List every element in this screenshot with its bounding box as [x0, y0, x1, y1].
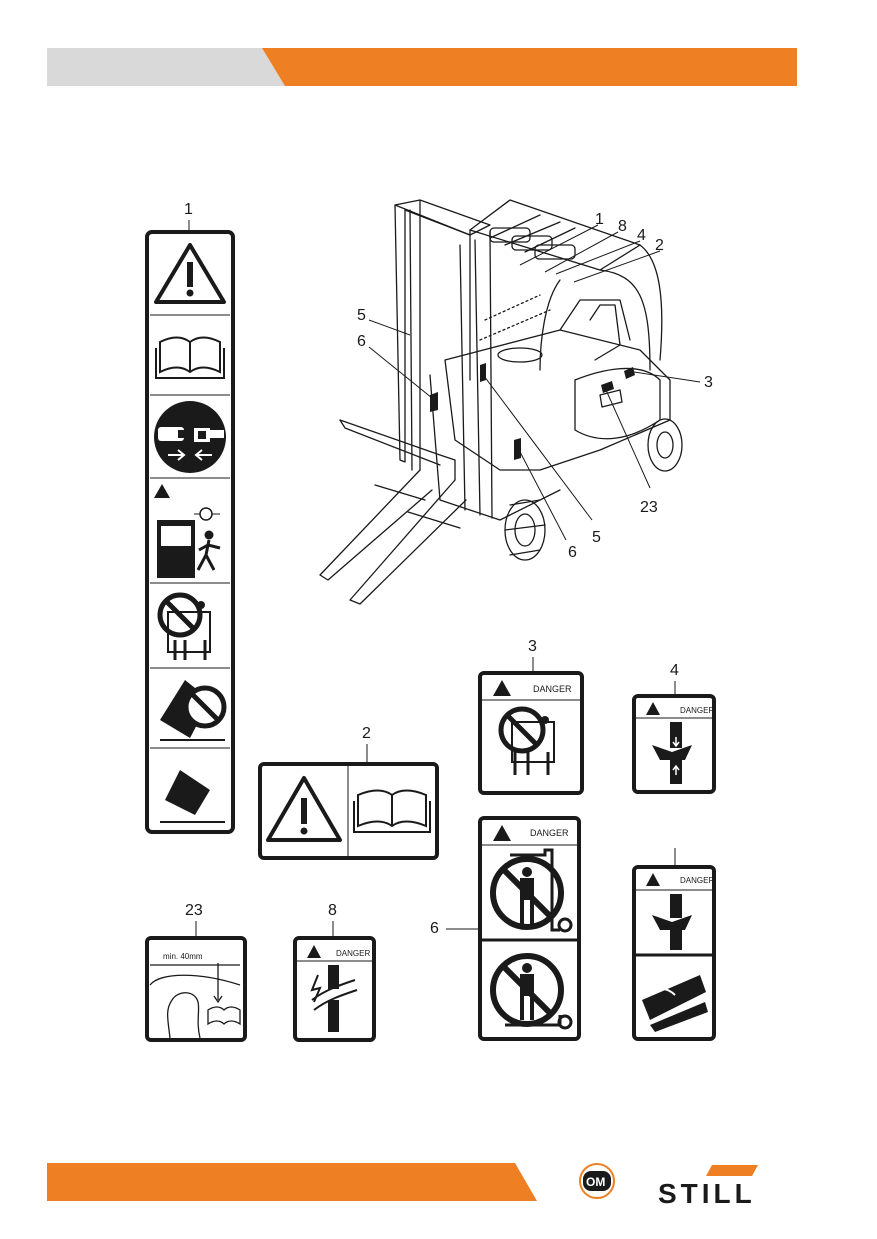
warning-triangle-icon	[266, 776, 342, 842]
warning-triangle-icon	[154, 243, 226, 304]
no-sideways-jump-icon	[157, 592, 211, 660]
callout-5b: 5	[592, 529, 601, 546]
tipover-icon-2	[160, 769, 225, 823]
tipover-icon	[160, 680, 227, 741]
decal-1-label: 1	[184, 201, 193, 218]
header-stripe	[47, 48, 797, 86]
fan-hand-icon	[642, 975, 708, 1032]
callout-6b: 6	[568, 544, 577, 561]
callout-1: 1	[595, 211, 604, 228]
callout-6: 6	[357, 333, 366, 350]
manual-book-icon	[353, 789, 431, 833]
callout-4: 4	[637, 227, 646, 244]
danger-text-4: DANGER	[680, 706, 714, 715]
decal-8-label: 8	[328, 902, 337, 919]
callout-2: 2	[655, 237, 664, 254]
still-logo-text: STILL	[658, 1178, 756, 1209]
callout-5: 5	[357, 307, 366, 324]
no-standing-under-forks-icon	[490, 848, 573, 933]
head-clearance-icon	[149, 963, 241, 1039]
decal-4-label: 4	[670, 662, 679, 679]
electric-shock-icon	[310, 965, 358, 1032]
manual-book-icon	[155, 336, 225, 379]
crush-hand-icon	[652, 894, 692, 950]
danger-text-6: DANGER	[530, 828, 569, 838]
om-logo-text: OM	[586, 1175, 605, 1189]
no-sideways-jump-icon	[498, 706, 555, 775]
crush-hand-icon	[652, 722, 692, 784]
danger-text-fan: DANGER	[680, 876, 714, 885]
parking-brake-exit-icon	[157, 507, 221, 578]
callout-8: 8	[618, 218, 627, 235]
danger-text-8: DANGER	[336, 949, 370, 958]
decal-3-label: 3	[528, 638, 537, 655]
header-band	[0, 0, 877, 90]
no-standing-under-load-icon	[490, 953, 573, 1030]
decal-6-label: 6	[430, 920, 439, 937]
min-clearance-text: min. 40mm	[163, 952, 203, 961]
decal-23-label: 23	[185, 902, 203, 919]
decal-2-label: 2	[362, 725, 371, 742]
callout-23: 23	[640, 499, 658, 516]
callout-3: 3	[704, 374, 713, 391]
danger-text-3: DANGER	[533, 684, 572, 694]
seatbelt-icon	[154, 401, 226, 473]
